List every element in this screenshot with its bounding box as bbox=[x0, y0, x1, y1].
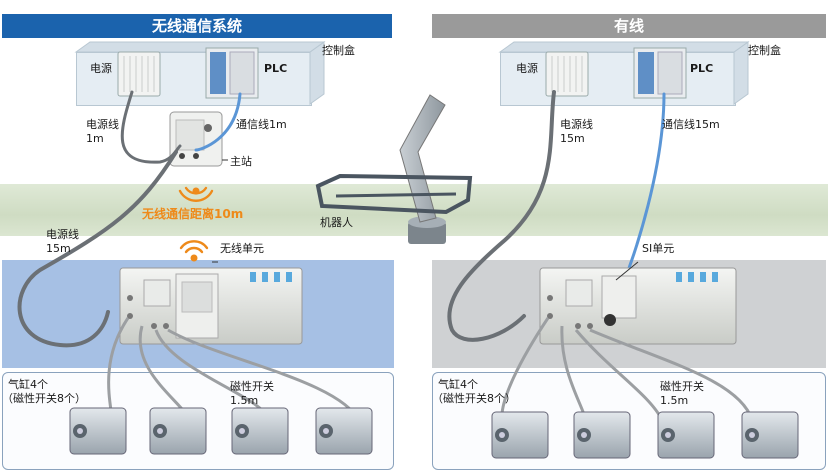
power-supply-right bbox=[545, 51, 589, 97]
wireless-unit-label: 无线单元 bbox=[220, 242, 264, 255]
plc-left bbox=[205, 47, 259, 99]
robot-label: 机器人 bbox=[320, 216, 353, 229]
wired-power-cable-length: 15m bbox=[560, 132, 585, 145]
wired-plc-label: PLC bbox=[690, 62, 714, 75]
wireless-header: 无线通信系统 bbox=[2, 14, 392, 38]
wireless-plc-label: PLC bbox=[264, 62, 288, 75]
wired-control-box-label: 控制盒 bbox=[748, 44, 781, 57]
wired-switch-length: 1.5m bbox=[660, 394, 689, 407]
wireless-switch-label: 磁性开关 bbox=[230, 380, 274, 393]
wireless-control-box bbox=[76, 52, 312, 106]
cylinder-group-wired bbox=[491, 411, 799, 459]
robot-arm bbox=[315, 94, 473, 244]
wired-header: 有线 bbox=[432, 14, 826, 38]
wireless-power-label: 电源 bbox=[90, 62, 112, 75]
wired-switch-count: （磁性开关8个） bbox=[432, 392, 516, 405]
leader-lines bbox=[212, 159, 639, 281]
wireless-cables bbox=[17, 90, 242, 348]
wireless-comm-cable-label: 通信线1m bbox=[236, 118, 287, 131]
wired-manifold bbox=[539, 267, 737, 345]
wireless-switch-count: （磁性开关8个） bbox=[2, 392, 86, 405]
wired-power-label: 电源 bbox=[516, 62, 538, 75]
wired-power-cable-label: 电源线 bbox=[560, 118, 593, 131]
wifi-icon bbox=[178, 186, 214, 202]
wifi-icon-unit bbox=[179, 240, 209, 262]
wired-switch-label: 磁性开关 bbox=[660, 380, 704, 393]
plc-right bbox=[633, 47, 687, 99]
wireless-power-cable-label: 电源线 bbox=[86, 118, 119, 131]
wireless-manifold bbox=[119, 267, 303, 345]
si-unit-label: SI单元 bbox=[642, 242, 675, 255]
wireless-control-box-label: 控制盒 bbox=[322, 44, 355, 57]
cylinder-group-wireless bbox=[69, 407, 373, 455]
wireless-power-cable2-label: 电源线 bbox=[46, 228, 79, 241]
wired-control-box bbox=[500, 52, 736, 106]
wired-comm-cable-label: 通信线15m bbox=[662, 118, 720, 131]
master-station-label: 主站 bbox=[230, 155, 252, 168]
wireless-distance-label: 无线通信距离10m bbox=[142, 207, 244, 221]
master-station bbox=[169, 111, 223, 167]
wireless-switch-length: 1.5m bbox=[230, 394, 259, 407]
wired-cylinder-count: 气缸4个 bbox=[438, 378, 478, 391]
wireless-cylinder-count: 气缸4个 bbox=[8, 378, 48, 391]
power-supply-left bbox=[117, 51, 161, 97]
wireless-power-cable2-length: 15m bbox=[46, 242, 71, 255]
wireless-power-cable-length: 1m bbox=[86, 132, 104, 145]
